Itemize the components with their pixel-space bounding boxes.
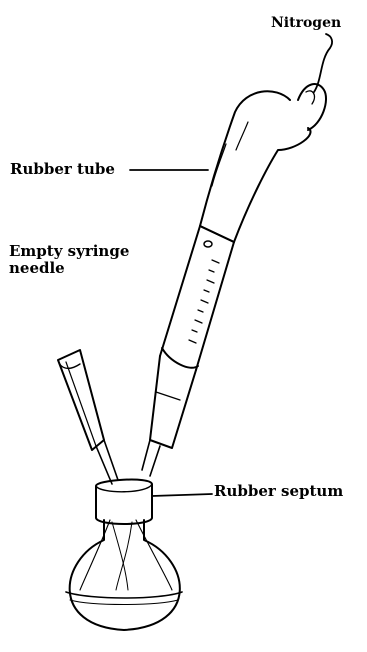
- empty-syringe-needle-label: Empty syringe needle: [9, 243, 129, 278]
- empty-syringe-needle: [58, 350, 118, 484]
- round-bottom-flask: [66, 520, 182, 630]
- syringe-barrel: [160, 226, 234, 370]
- syringe-needle: [142, 356, 196, 476]
- empty-syringe-needle-label-line2: needle: [9, 260, 129, 277]
- rubber-septum-leader-line: [152, 494, 212, 496]
- nitrogen-inlet: [298, 84, 326, 130]
- rubber-septum-label: Rubber septum: [214, 483, 343, 500]
- rubber-tube: [200, 91, 311, 242]
- rubber-septum: [96, 480, 152, 524]
- empty-syringe-needle-label-line1: Empty syringe: [9, 243, 129, 260]
- rubber-tube-label: Rubber tube: [10, 161, 115, 178]
- nitrogen-label: Nitrogen: [271, 15, 341, 31]
- syringe-graduations: [189, 260, 219, 343]
